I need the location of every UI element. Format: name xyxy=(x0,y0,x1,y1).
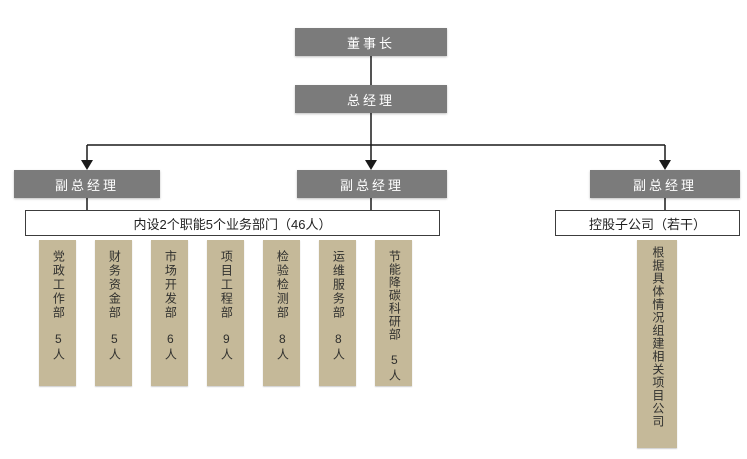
department-headcount: 8人 xyxy=(275,332,290,362)
department-headcount: 5人 xyxy=(107,332,122,362)
subsidiary-note-box: 根据具体情况组建相关项目公司 xyxy=(637,240,677,448)
subsidiary-note-text: 根据具体情况组建相关项目公司 xyxy=(650,246,665,428)
department-column: 党政工作部 5人 xyxy=(39,240,76,386)
chairman-label: 董事长 xyxy=(346,35,395,51)
department-headcount: 6人 xyxy=(163,332,178,362)
department-column: 检验检测部 8人 xyxy=(263,240,300,386)
department-name: 节能降碳科研部 xyxy=(387,250,402,341)
department-name: 项目工程部 xyxy=(219,250,234,320)
department-column: 市场开发部 6人 xyxy=(151,240,188,386)
subsidiary-header-box: 控股子公司（若干） xyxy=(555,210,740,236)
general-manager-box: 总经理 xyxy=(295,85,447,113)
department-headcount: 5人 xyxy=(51,332,66,362)
departments-header-box: 内设2个职能5个业务部门（46人） xyxy=(25,210,440,236)
departments-header-label: 内设2个职能5个业务部门（46人） xyxy=(133,216,332,232)
arrow-down-icon xyxy=(81,160,671,170)
deputy-gm-label-3: 副总经理 xyxy=(632,177,697,193)
department-name: 市场开发部 xyxy=(163,250,178,320)
general-manager-label: 总经理 xyxy=(346,92,395,108)
deputy-gm-label-1: 副总经理 xyxy=(54,177,119,193)
department-name: 检验检测部 xyxy=(275,250,290,320)
department-name: 财务资金部 xyxy=(107,250,122,320)
deputy-gm-box-1: 副总经理 xyxy=(14,170,160,198)
department-headcount: 9人 xyxy=(219,332,234,362)
department-headcount: 5人 xyxy=(387,353,402,383)
department-column: 运维服务部 8人 xyxy=(319,240,356,386)
subsidiary-header-label: 控股子公司（若干） xyxy=(588,216,706,232)
deputy-gm-box-2: 副总经理 xyxy=(297,170,447,198)
department-column: 财务资金部 5人 xyxy=(95,240,132,386)
department-column: 项目工程部 9人 xyxy=(207,240,244,386)
department-name: 运维服务部 xyxy=(331,250,346,320)
department-headcount: 8人 xyxy=(331,332,346,362)
chairman-box: 董事长 xyxy=(295,28,447,56)
department-column: 节能降碳科研部 5人 xyxy=(375,240,412,386)
deputy-gm-label-2: 副总经理 xyxy=(339,177,404,193)
department-name: 党政工作部 xyxy=(51,250,66,320)
deputy-gm-box-3: 副总经理 xyxy=(590,170,740,198)
